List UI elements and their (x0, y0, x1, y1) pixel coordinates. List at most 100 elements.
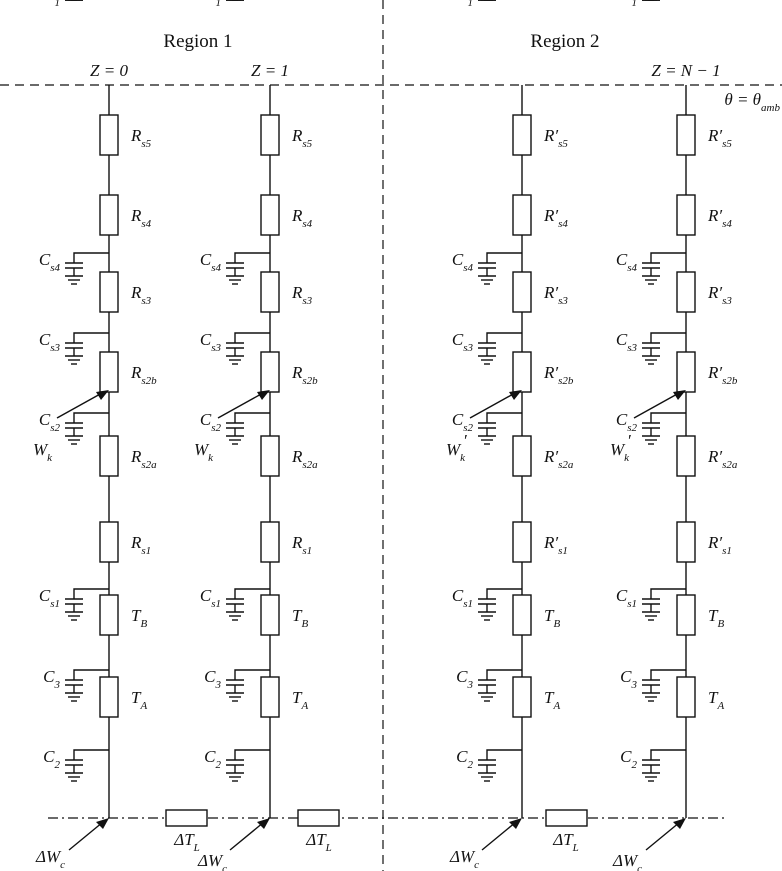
arrow-head (96, 390, 109, 400)
capacitor-label: C3 (204, 667, 221, 691)
capacitor-to-ground: Cs4 (200, 250, 270, 285)
resistor-box (676, 676, 696, 718)
capacitor-to-ground: Cs2 (200, 410, 270, 445)
resistor-label: Rs1 (291, 533, 312, 557)
resistor-label: Rs2a (130, 447, 157, 471)
capacitor-lead (234, 412, 270, 423)
resistor-label: R′s2b (543, 363, 574, 387)
capacitor-lead (486, 252, 522, 263)
capacitor-label: C3 (43, 667, 60, 691)
resistor-box (676, 114, 696, 156)
capacitor-lead (650, 588, 686, 599)
loss-label: Wk (446, 440, 466, 464)
capacitor-label: Cs2 (200, 410, 222, 434)
resistor-label: R′s2a (543, 447, 574, 471)
capacitor-lead (486, 749, 522, 760)
capacitor-to-ground: Cs4 (616, 250, 686, 285)
capacitor-lead (73, 412, 109, 423)
resistor-label: Rs2b (291, 363, 318, 387)
capacitor-label: C1 (204, 0, 221, 9)
capacitor-to-ground: Cs4 (39, 250, 109, 285)
capacitor-label: Cs2 (452, 410, 474, 434)
resistor-box (512, 194, 532, 236)
node-column: Z = N − 1R′s5R′s4R′s3R′s2bR′s2aR′s1TBTAC… (610, 0, 738, 818)
capacitor-lead (73, 332, 109, 343)
capacitor-label: Cs3 (39, 330, 61, 354)
loss-injection-arrow: Wk′ (446, 390, 522, 464)
capacitor-label: C1 (620, 0, 637, 9)
arrow-head (96, 818, 109, 829)
capacitor-to-ground: Cs4 (452, 250, 522, 285)
resistor-box (99, 435, 119, 477)
axial-resistor-box (165, 809, 208, 827)
resistor-label: R′s2a (707, 447, 738, 471)
capacitor-lead (234, 669, 270, 680)
resistor-label: TA (131, 688, 147, 712)
resistor-label: Rs4 (130, 206, 152, 230)
capacitor-label: Cs2 (616, 410, 638, 434)
capacitor-lead (486, 669, 522, 680)
node-columns: Z = 0Rs5Rs4Rs3Rs2bRs2aRs1TBTACs4Cs3Cs2Cs… (33, 0, 738, 818)
resistor-label: Rs5 (130, 126, 152, 150)
capacitor-label: Cs2 (39, 410, 61, 434)
capacitor-label: Cs4 (452, 250, 474, 274)
resistor-label: R′s5 (543, 126, 568, 150)
resistor-box (260, 114, 280, 156)
arrow-head (673, 818, 686, 829)
loss-prime-mark: ′ (627, 431, 631, 450)
axial-resistor-box (297, 809, 340, 827)
capacitor-lead (650, 412, 686, 423)
axial-loss-arrow (68, 821, 104, 851)
z-position-label: Z = 1 (251, 61, 289, 80)
capacitor-lead (234, 749, 270, 760)
capacitor-to-ground: C1 (456, 0, 496, 9)
capacitor-to-ground: C3 (43, 667, 109, 702)
capacitor-lead (73, 588, 109, 599)
resistor-label: TB (131, 606, 147, 630)
capacitor-to-ground: C1 (43, 0, 83, 9)
capacitor-to-ground: C1 (204, 0, 244, 9)
resistor-box (512, 114, 532, 156)
capacitor-label: C2 (620, 747, 637, 771)
capacitor-label: C2 (456, 747, 473, 771)
capacitor-to-ground: Cs2 (39, 410, 109, 445)
loss-injection-arrow: Wk (194, 390, 270, 464)
z-position-label: Z = 0 (90, 61, 128, 80)
capacitor-label: Cs1 (452, 586, 473, 610)
capacitor-to-ground: C2 (43, 747, 109, 782)
axial-resistor-label: ΔTL (552, 830, 579, 854)
capacitor-label: Cs4 (200, 250, 222, 274)
capacitor-label: C2 (204, 747, 221, 771)
resistor-box (99, 194, 119, 236)
capacitor-lead (73, 252, 109, 263)
capacitor-label: C3 (456, 667, 473, 691)
capacitor-label: Cs4 (616, 250, 638, 274)
resistor-label: R′s3 (543, 283, 568, 307)
arrow-shaft (217, 392, 264, 419)
resistor-box (99, 351, 119, 393)
capacitor-label: C1 (43, 0, 60, 9)
resistor-label: TB (708, 606, 724, 630)
arrow-head (257, 818, 270, 829)
resistor-label: TB (292, 606, 308, 630)
resistor-label: Rs4 (291, 206, 313, 230)
capacitor-lead (486, 588, 522, 599)
resistor-label: Rs3 (291, 283, 313, 307)
capacitor-label: C3 (620, 667, 637, 691)
arrow-head (673, 390, 686, 400)
capacitor-lead (486, 412, 522, 423)
capacitor-to-ground: C2 (620, 747, 686, 782)
region-1-title: Region 1 (163, 31, 232, 52)
axial-loss-arrow (229, 821, 265, 851)
capacitor-lead (650, 252, 686, 263)
resistor-label: TA (708, 688, 724, 712)
resistor-label: R′s1 (543, 533, 568, 557)
resistor-box (676, 351, 696, 393)
capacitor-label: Cs4 (39, 250, 61, 274)
arrow-head (509, 818, 522, 829)
region-titles: Region 1 Region 2 (163, 31, 599, 52)
resistor-label: R′s2b (707, 363, 738, 387)
capacitor-lead (73, 749, 109, 760)
